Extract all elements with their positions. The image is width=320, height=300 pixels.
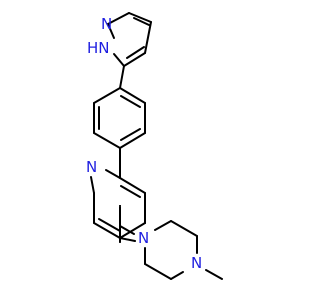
atom-label-pyrazole-nh: HN bbox=[87, 39, 110, 57]
atom-label-piperazine-n1: N bbox=[138, 229, 149, 247]
bond-lines bbox=[90, 12, 152, 243]
molecule-structure bbox=[90, 12, 223, 280]
piperazine-ring-bonds bbox=[144, 220, 223, 280]
atom-labels-layer: N HN N N N bbox=[86, 15, 202, 272]
atom-label-pyridine-n: N bbox=[86, 158, 97, 176]
atom-label-pyrazole-n2: N bbox=[101, 15, 112, 33]
atom-label-piperazine-n4: N bbox=[191, 254, 202, 272]
linker-bonds bbox=[119, 207, 135, 235]
